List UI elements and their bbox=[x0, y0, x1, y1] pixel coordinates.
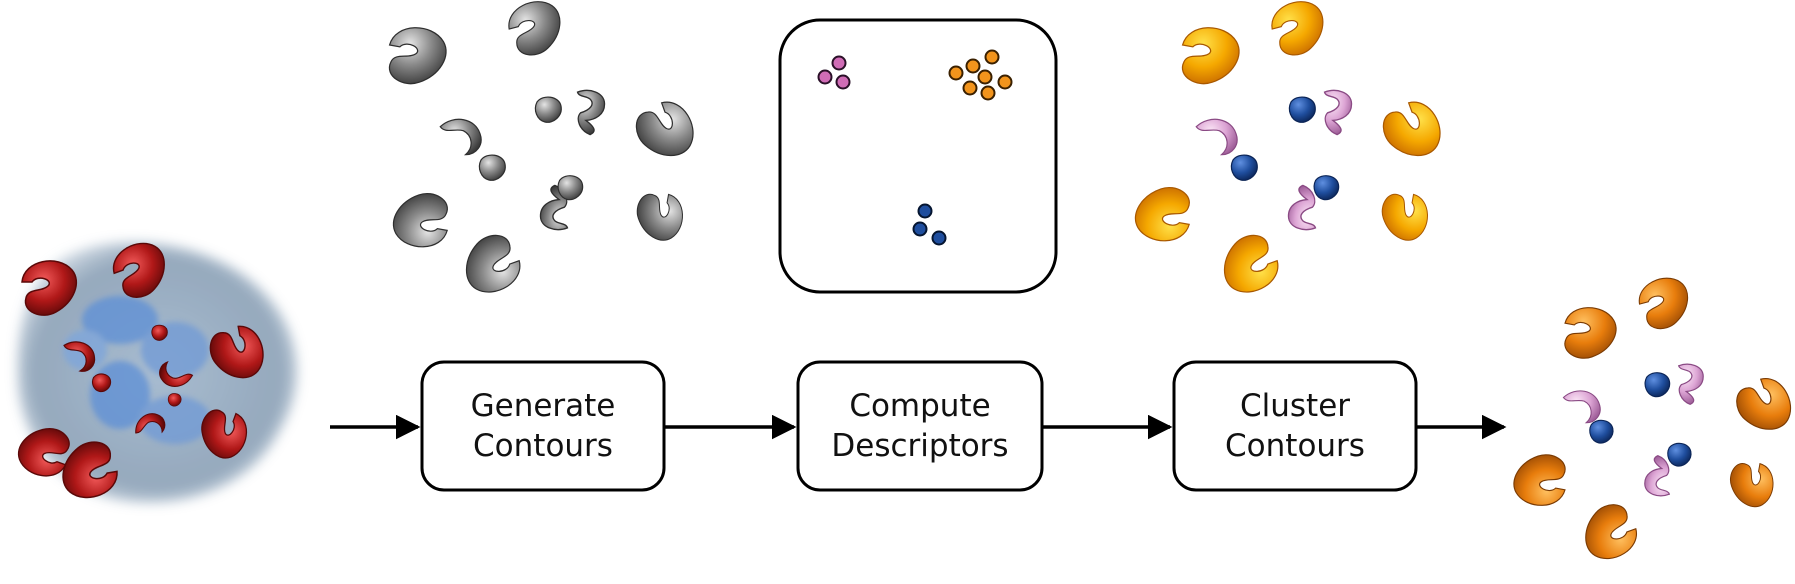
gray-contours-icon bbox=[382, 0, 701, 300]
blue-cluster-points bbox=[912, 203, 947, 246]
cluster-contours-box bbox=[1172, 360, 1418, 492]
orange-cluster-points bbox=[948, 49, 1013, 101]
output-clustered-contours-icon bbox=[1510, 272, 1795, 566]
pink-cluster-points bbox=[817, 55, 851, 90]
colored-contours-icon bbox=[1131, 0, 1448, 300]
compute-descriptors-box bbox=[796, 360, 1044, 492]
input-density-map-icon bbox=[12, 236, 297, 503]
generate-contours-box bbox=[420, 360, 666, 492]
descriptor-space-scatter-icon bbox=[778, 18, 1058, 294]
